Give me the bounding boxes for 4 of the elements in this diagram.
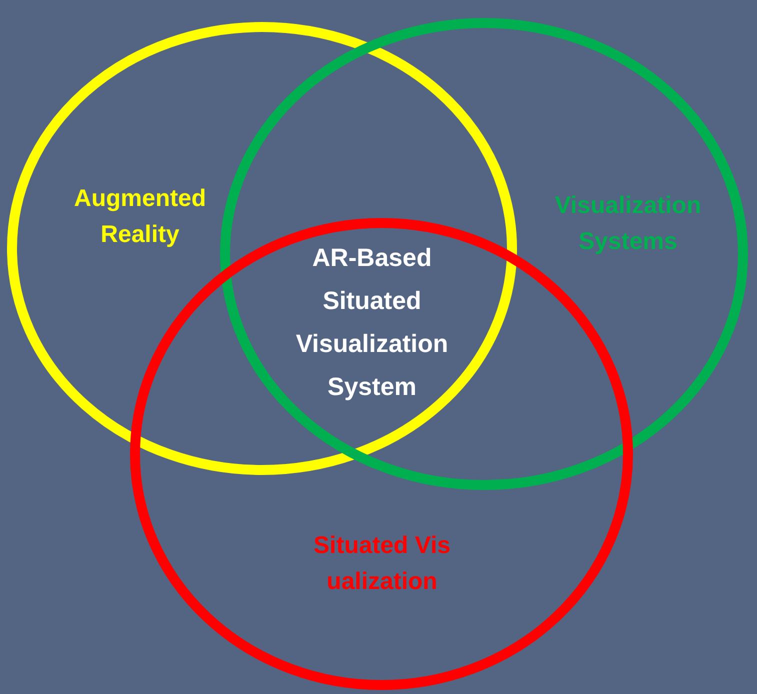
set-label: Visualization Systems bbox=[554, 191, 702, 257]
intersection-label: AR-Based Situated Visualization System bbox=[294, 243, 450, 403]
set-label: Situated Visualization bbox=[312, 531, 452, 597]
set-label: Augmented Reality bbox=[73, 184, 207, 250]
